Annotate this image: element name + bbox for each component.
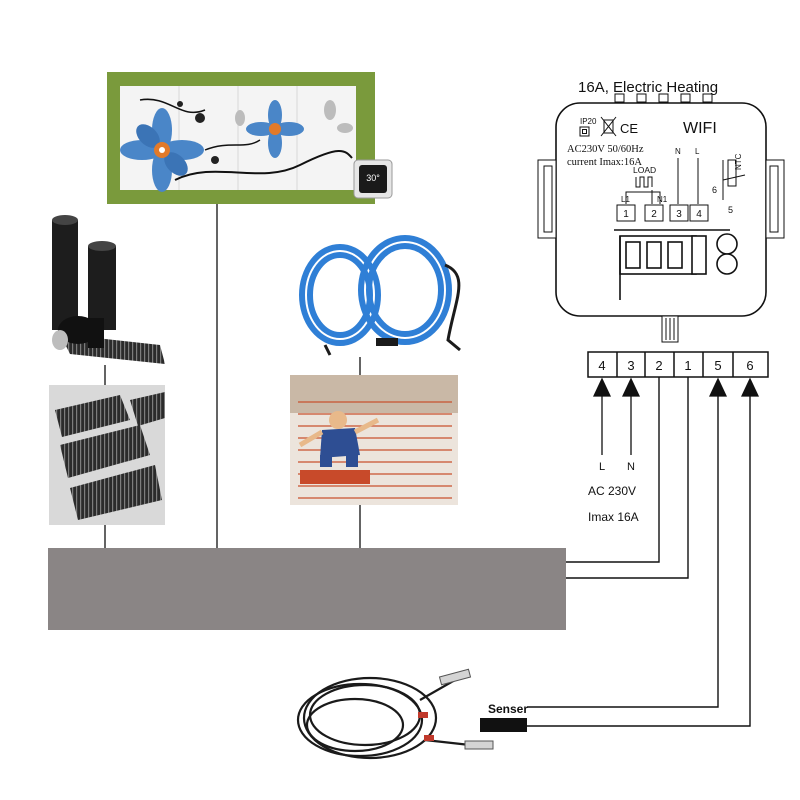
thermostat-terminal-3: 3 — [676, 209, 682, 220]
ip-rating: IP20 — [580, 117, 597, 126]
thermostat-terminal-4: 4 — [696, 209, 702, 220]
internal-wiring — [625, 158, 746, 204]
wifi-label: WIFI — [683, 120, 717, 137]
terminal-label-6: 6 — [746, 358, 753, 373]
image-connector-lines — [104, 204, 361, 548]
installer-figure — [298, 411, 380, 467]
blue-flower-small — [246, 100, 304, 158]
heating-film-floor-image — [49, 385, 165, 525]
cable-installation-image — [290, 375, 458, 505]
label-n: N — [675, 147, 681, 156]
relay-blocks — [614, 229, 738, 300]
terminal-label-2: 2 — [655, 358, 662, 373]
thermostat-thumbnail: 30° — [353, 159, 393, 199]
terminal-label-1: 1 — [684, 358, 691, 373]
supply-current: Imax 16A — [588, 510, 639, 524]
heating-film-rolls-image — [52, 215, 165, 364]
spec-line-2: current Imax:16A — [567, 157, 642, 168]
thermostat-terminals: 1 2 3 4 — [616, 204, 709, 222]
terminal-label-5: 5 — [714, 358, 721, 373]
load-and-sensor-wires — [527, 377, 751, 727]
thermostat-back-view: 16A, Electric Heating IP20 CE WIFI AC230… — [537, 79, 785, 343]
thumbnail-unit: ° — [376, 173, 380, 183]
thermostat-title: 16A, Electric Heating — [578, 79, 718, 96]
supply-l-label: L — [599, 461, 605, 473]
label-l: L — [695, 147, 700, 156]
supply-voltage: AC 230V — [588, 484, 636, 498]
temperature-sensor: Senser — [296, 668, 528, 760]
sensor-cable-coil — [296, 676, 471, 760]
terminal-label-4: 4 — [598, 358, 605, 373]
floor-slab — [48, 548, 566, 630]
svg-text:30°: 30° — [366, 173, 380, 183]
supply-n-label: N — [627, 461, 635, 473]
heating-element-icon — [635, 176, 653, 188]
heating-cable-coil-image — [299, 235, 461, 356]
label-ntc: NTC — [734, 153, 743, 170]
sensor-probe — [480, 718, 527, 732]
label-6: 6 — [712, 185, 717, 195]
thermostat-terminal-2: 2 — [651, 209, 657, 220]
spec-line-1: AC230V 50/60Hz — [567, 144, 644, 155]
supply-arrows — [592, 377, 760, 455]
blue-flower-large — [120, 108, 204, 192]
sensor-label: Senser — [488, 702, 528, 716]
thermostat-terminal-1: 1 — [623, 209, 629, 220]
thumbnail-temperature: 30 — [366, 173, 376, 183]
label-5: 5 — [728, 205, 733, 215]
load-label: LOAD — [633, 165, 656, 175]
terminal-label-3: 3 — [627, 358, 634, 373]
wall-panel-image: 30° — [107, 72, 393, 204]
grey-leaves — [235, 100, 353, 133]
terminal-block: 4 3 2 1 5 6 — [587, 351, 769, 378]
label-n1: N1 — [657, 195, 668, 204]
weee-bin-icon — [600, 116, 617, 137]
ce-mark: CE — [620, 121, 638, 136]
